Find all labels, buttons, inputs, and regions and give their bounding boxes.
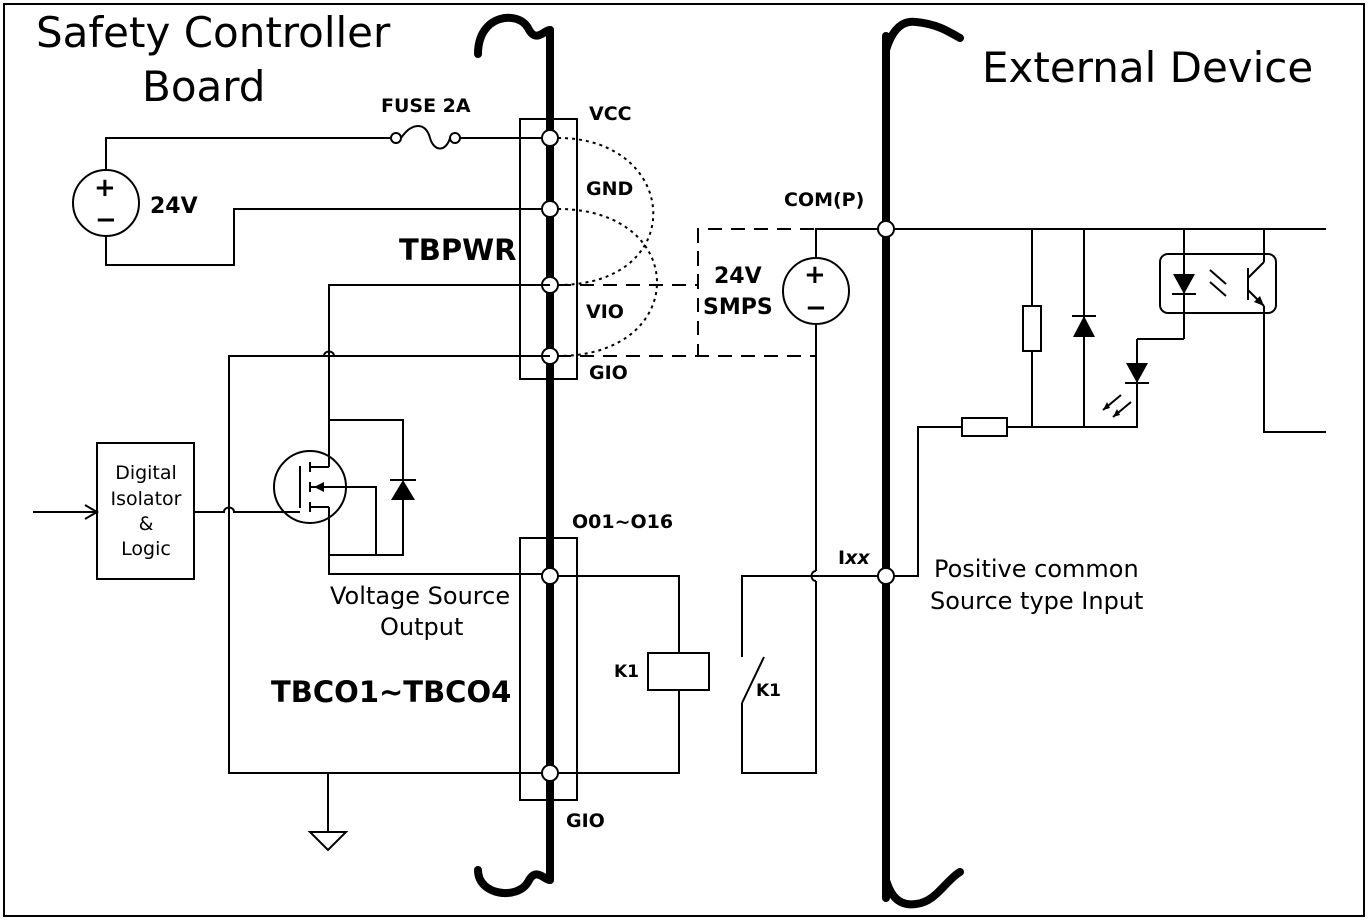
- supply-24v-label: 24V: [150, 194, 198, 219]
- tbco-label: TBCO1~TBCO4: [271, 675, 511, 709]
- phototransistor-icon: [1247, 261, 1265, 307]
- wire-input-return: [1007, 383, 1138, 428]
- protection-diode-icon: [1072, 315, 1096, 337]
- vio-label: VIO: [586, 301, 624, 323]
- terminal-output: [541, 567, 559, 585]
- tbpwr-terminal-block: [519, 118, 578, 380]
- gio-top-label: GIO: [589, 362, 628, 384]
- wire-hop: [323, 350, 335, 357]
- terminal-ixx: [877, 567, 895, 585]
- wire-output: [328, 555, 550, 575]
- gnd-label: GND: [586, 178, 633, 200]
- com-p-label: COM(P): [784, 189, 864, 211]
- relay-coil-label: K1: [614, 662, 639, 682]
- vcc-label: VCC: [589, 103, 632, 125]
- title-external-device: External Device: [982, 43, 1313, 92]
- tbpwr-label: TBPWR: [399, 233, 516, 267]
- terminal-com-p: [877, 220, 895, 238]
- gio-bottom-label: GIO: [566, 810, 605, 832]
- output-label: Output: [380, 613, 463, 641]
- wire-vio: [328, 284, 550, 420]
- led-icon: [1102, 363, 1149, 418]
- optocoupler-led-icon: [1172, 269, 1227, 297]
- input-arrow-icon: [33, 504, 99, 520]
- jumper-gnd-gio: [557, 208, 658, 357]
- svg-text:+: +: [94, 173, 116, 203]
- shunt-resistor: [1022, 305, 1042, 352]
- wire-input-to-resistor: [894, 426, 962, 577]
- digital-isolator-line1: Digital: [115, 462, 177, 484]
- svg-text:−: −: [805, 293, 827, 323]
- relay-coil-k1: [647, 652, 710, 691]
- optocoupler-box: [1159, 253, 1277, 314]
- digital-isolator-line4: Logic: [121, 538, 171, 560]
- terminal-gnd: [541, 200, 559, 218]
- fuse-label: FUSE 2A: [381, 95, 471, 117]
- input-resistor: [961, 417, 1008, 437]
- digital-isolator-line2: Isolator: [111, 488, 182, 510]
- diagram-frame: [3, 3, 1365, 917]
- smps-24v-label: 24V: [714, 264, 762, 289]
- body-diode-icon: [390, 479, 416, 500]
- smps-source: + −: [782, 257, 850, 325]
- wire-vcc: [105, 137, 390, 170]
- smps-dash-top: [557, 228, 816, 286]
- terminal-gio-bottom: [541, 764, 559, 782]
- jumper-vcc-vio: [557, 137, 655, 286]
- wire-gio-internal: [228, 355, 550, 774]
- relay-contact-k1: [735, 650, 765, 710]
- mosfet-symbol: [273, 419, 404, 556]
- positive-common-label: Positive common: [934, 555, 1139, 583]
- title-board-line2: Board: [142, 62, 265, 111]
- board-boundary-line: [474, 13, 554, 898]
- wire-gnd: [105, 208, 550, 266]
- svg-text:+: +: [804, 260, 826, 290]
- title-board: Safety Controller: [36, 8, 391, 57]
- ixx-label: Ixx: [838, 547, 870, 569]
- wire-coil-top: [558, 575, 680, 653]
- svg-text:−: −: [95, 205, 117, 235]
- tbco-terminal-block: [519, 537, 578, 801]
- wire-smps-com: [815, 228, 886, 258]
- source-type-input-label: Source type Input: [930, 587, 1143, 615]
- wire-coil-bottom: [558, 690, 680, 774]
- voltage-source-label: Voltage Source: [330, 582, 510, 610]
- ground-icon: [307, 773, 349, 852]
- wire-contact-loop: [741, 575, 886, 774]
- o01-o16-label: O01~O16: [572, 511, 673, 533]
- fuse-symbol: [390, 125, 550, 150]
- external-boundary-line: [882, 17, 964, 909]
- wire-opto-emitter: [1263, 306, 1326, 433]
- terminal-vcc: [541, 129, 559, 147]
- supply-24v-source: + −: [72, 169, 140, 237]
- wire-gate: [194, 506, 300, 513]
- relay-contact-label: K1: [756, 681, 781, 701]
- smps-label: SMPS: [703, 295, 773, 320]
- digital-isolator-line3: &: [139, 513, 154, 535]
